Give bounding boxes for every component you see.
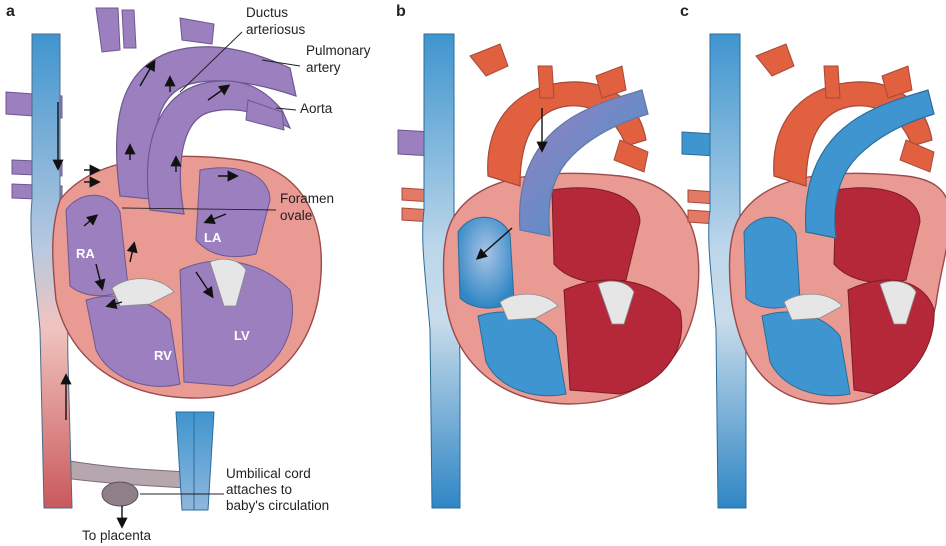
label-placenta: To placenta (82, 528, 152, 543)
label-pulmonary-2: artery (306, 60, 341, 75)
label-umbilical-2: attaches to (226, 482, 292, 497)
carotid-artery (121, 9, 137, 49)
c-chamber-lv (847, 279, 935, 395)
panel-letter-b: b (396, 3, 406, 20)
c-chamber-la (833, 187, 921, 284)
brachiocephalic-artery (95, 7, 121, 53)
placenta-connection (101, 481, 139, 507)
c-chamber-ra (743, 216, 801, 309)
b-descending-aorta (613, 139, 649, 173)
b-carotid (537, 65, 555, 99)
flow-arrow-pulm (139, 59, 156, 87)
pulmonary-trunk (115, 46, 297, 201)
c-pulmonary-trunk (804, 89, 935, 239)
leader-ductus (179, 31, 243, 93)
label-foramen-2: ovale (280, 208, 312, 223)
c-descending-aorta (899, 139, 935, 173)
label-pulmonary-1: Pulmonary (306, 43, 371, 58)
c-mitral-valve (879, 280, 917, 325)
c-subclavian (881, 65, 913, 99)
flow-arrow-rv (105, 298, 123, 310)
b-tricuspid-valve (499, 293, 559, 321)
flow-arrow-lv (195, 271, 214, 299)
chamber-la-shape (195, 167, 271, 258)
chamber-label-rv: RV (154, 348, 172, 363)
flow-arrow-ra-in (83, 214, 99, 227)
aortic-arch (146, 80, 292, 215)
panel-b: b (396, 3, 700, 509)
panel-letter-c: c (680, 3, 689, 20)
label-umbilical-3: baby's circulation (226, 498, 329, 513)
label-ductus-1: Ductus (246, 5, 288, 20)
label-umbilical-1: Umbilical cord (226, 466, 311, 481)
umbilical-artery-right (193, 411, 215, 511)
flow-arrow-ra-down (94, 263, 106, 291)
b-chamber-la (551, 187, 641, 284)
chamber-label-ra: RA (76, 246, 95, 261)
leader-aorta (275, 107, 297, 111)
c-brachiocephalic (755, 43, 795, 77)
label-ductus-2: arteriosus (246, 22, 306, 37)
b-brachiocephalic (469, 43, 509, 77)
label-foramen-1: Foramen (280, 191, 334, 206)
c-carotid (823, 65, 841, 99)
chamber-label-lv: LV (234, 328, 250, 343)
panel-c: c (680, 3, 946, 509)
b-chamber-lv (563, 279, 683, 395)
leader-foramen (121, 207, 277, 211)
subclavian-artery (179, 17, 215, 45)
b-mitral-valve (597, 280, 635, 325)
flow-arrow-arch (207, 84, 231, 101)
c-tricuspid-valve (783, 293, 843, 321)
umbilical-artery-left (175, 411, 197, 511)
b-chamber-ra (457, 216, 515, 309)
tricuspid-valve (111, 278, 175, 307)
leader-pulmonary (261, 59, 301, 67)
mitral-valve (209, 258, 247, 307)
label-aorta: Aorta (300, 101, 333, 116)
descending-aorta (245, 99, 285, 131)
panel-letter-a: a (6, 3, 15, 20)
flow-arrow-la-in (203, 213, 227, 225)
b-flow-arrow-foramen (475, 227, 513, 260)
chamber-label-la: LA (204, 230, 222, 245)
b-subclavian (595, 65, 627, 99)
panel-a: a (5, 3, 371, 543)
flow-arrow-ra-up (126, 241, 138, 263)
